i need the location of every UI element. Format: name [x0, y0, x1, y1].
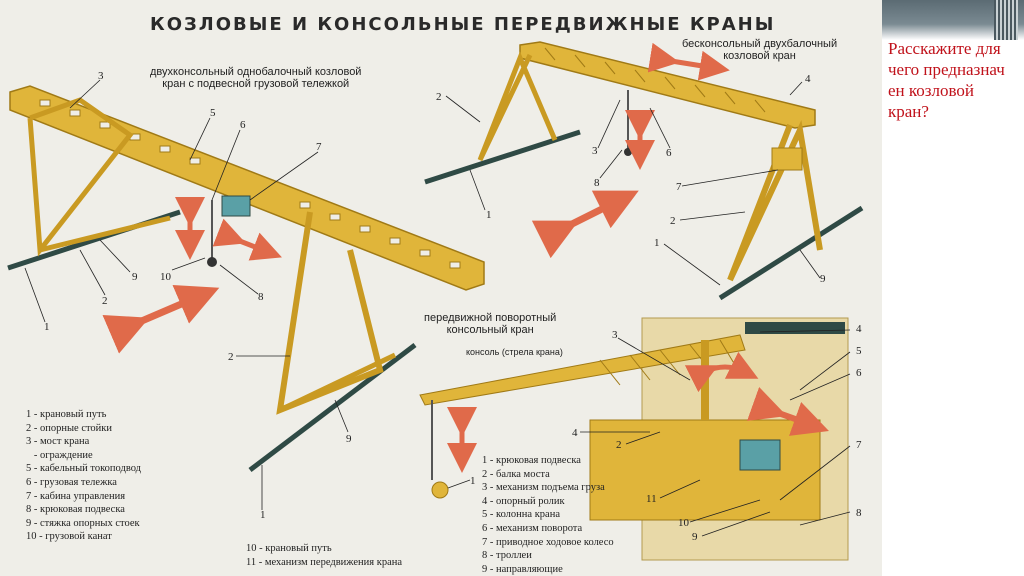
legend-item: 1 - крановый путь — [26, 409, 107, 420]
right-support-legs — [276, 211, 384, 415]
bridge-truss — [544, 47, 766, 113]
girder-windows — [39, 99, 461, 269]
legend-item: 10 - крановый путь — [246, 543, 332, 554]
poster-title: КОЗЛОВЫЕ И КОНСОЛЬНЫЕ ПЕРЕДВИЖНЫЕ КРАНЫ — [150, 14, 776, 35]
b-callout-2b: 2 — [670, 215, 676, 227]
legend-item: 2 - опорные стойки — [26, 422, 113, 434]
j-callout-4: 4 — [856, 323, 862, 335]
legend-item: 9 - стяжка опорных стоек — [26, 517, 140, 529]
b-callout-8: 8 — [594, 177, 600, 189]
legend-item: 4 - опорный ролик — [482, 495, 565, 507]
callout-8: 8 — [258, 291, 264, 303]
j-callout-9: 9 — [692, 531, 698, 543]
caption-jib-label: консоль (стрела крана) — [466, 347, 563, 357]
b-callout-1b: 1 — [654, 237, 660, 249]
legend-item: 6 - механизм поворота — [482, 522, 583, 534]
callout-1: 1 — [44, 321, 50, 333]
legend-gantry: 1 - крановый путь 2 - опорные стойки 3 -… — [26, 408, 141, 544]
callout-9b: 9 — [346, 433, 352, 445]
j-callout-3: 3 — [612, 329, 618, 341]
j-callout-11: 11 — [646, 493, 657, 505]
callout-5: 5 — [210, 107, 216, 119]
bridge-girder — [9, 85, 485, 291]
caption-jib-crane: передвижной поворотный консольный кран — [424, 312, 557, 336]
b-callout-2: 2 — [436, 91, 442, 103]
legend-item: 5 - колонна крана — [482, 509, 560, 521]
callout-2b: 2 — [228, 351, 234, 363]
callout-2: 2 — [102, 295, 108, 307]
legend-item: 9 - направляющие — [482, 563, 563, 575]
callout-10: 10 — [160, 271, 172, 283]
caption-double-girder: бесконсольный двухбалочный козловой кран — [682, 38, 838, 62]
legend-item: 5 - кабельный токоподвод — [26, 463, 142, 475]
legend-item: 7 - приводное ходовое колесо — [482, 536, 614, 548]
left-gantry-legs — [477, 51, 558, 162]
corner-stripes — [994, 0, 1018, 40]
legend-item: 6 - грузовая тележка — [26, 476, 117, 488]
slide-corner-decoration — [882, 0, 1024, 40]
jib-boom — [419, 334, 746, 406]
j-callout-10: 10 — [678, 517, 690, 529]
legend-item: 2 - балка моста — [482, 468, 550, 480]
b-callout-7: 7 — [676, 181, 682, 193]
discussion-question: Расскажите для чего предназнач ен козлов… — [888, 39, 1005, 121]
legend-item: 3 - мост крана — [26, 436, 90, 448]
legend-item: 11 - механизм передвижения крана — [246, 556, 403, 568]
b-callout-9: 9 — [820, 273, 826, 285]
lifting-mechanism — [739, 439, 781, 471]
travel-arrow — [102, 284, 220, 354]
b-callout-6: 6 — [666, 147, 672, 159]
legend-item: 8 - крюковая подвеска — [26, 504, 125, 516]
caption-single-girder: двухконсольный однобалочный козловой кра… — [150, 66, 362, 90]
right-gantry-legs — [727, 119, 823, 282]
j-callout-6: 6 — [856, 367, 862, 379]
j-callout-8: 8 — [856, 507, 862, 519]
legend-item: 10 - грузовой канат — [26, 531, 112, 543]
callout-9: 9 — [132, 271, 138, 283]
b-callout-3: 3 — [592, 145, 598, 157]
j-callout-2: 2 — [616, 439, 622, 451]
operator-cabin — [221, 195, 251, 217]
legend-item: 7 - кабина управления — [26, 490, 126, 502]
callout-1b: 1 — [260, 509, 266, 521]
legend-item: 3 - механизм подъема груза — [482, 482, 605, 494]
legend-jib: 1 - крюковая подвеска 2 - балка моста 3 … — [482, 454, 614, 576]
b-callout-4: 4 — [805, 73, 811, 85]
callout-6: 6 — [240, 119, 246, 131]
sidebar-panel — [882, 0, 1024, 576]
double-girder-gantry-crane: 2 3 6 4 8 7 2 1 1 9 — [424, 41, 864, 301]
j-callout-5: 5 — [856, 345, 862, 357]
legend-gantry-extra: 10 - крановый путь 11 - механизм передви… — [246, 542, 402, 569]
bridge-beam-trolley — [589, 419, 821, 521]
j-callout-4b: 4 — [572, 427, 578, 439]
left-support-legs — [27, 97, 134, 257]
crane-rail-right — [248, 343, 417, 472]
legend-item: - ограждение — [26, 449, 93, 461]
legend-item: 8 - троллеи — [482, 550, 532, 562]
j-callout-1: 1 — [470, 475, 476, 487]
legend-item: 1 - крюковая подвеска — [482, 455, 581, 466]
b-callout-1: 1 — [486, 209, 492, 221]
hook-block — [207, 257, 217, 267]
crane-illustrations: 3 5 6 7 10 8 9 2 1 2 9 1 — [7, 41, 864, 561]
single-girder-gantry-crane: 3 5 6 7 10 8 9 2 1 2 9 1 — [7, 70, 485, 521]
slewing-jib-crane: 3 4 5 6 4 2 7 8 11 10 9 1 — [419, 317, 862, 561]
callout-7: 7 — [316, 141, 322, 153]
callout-3: 3 — [98, 70, 104, 82]
j-callout-7: 7 — [856, 439, 862, 451]
cabin — [771, 147, 803, 171]
